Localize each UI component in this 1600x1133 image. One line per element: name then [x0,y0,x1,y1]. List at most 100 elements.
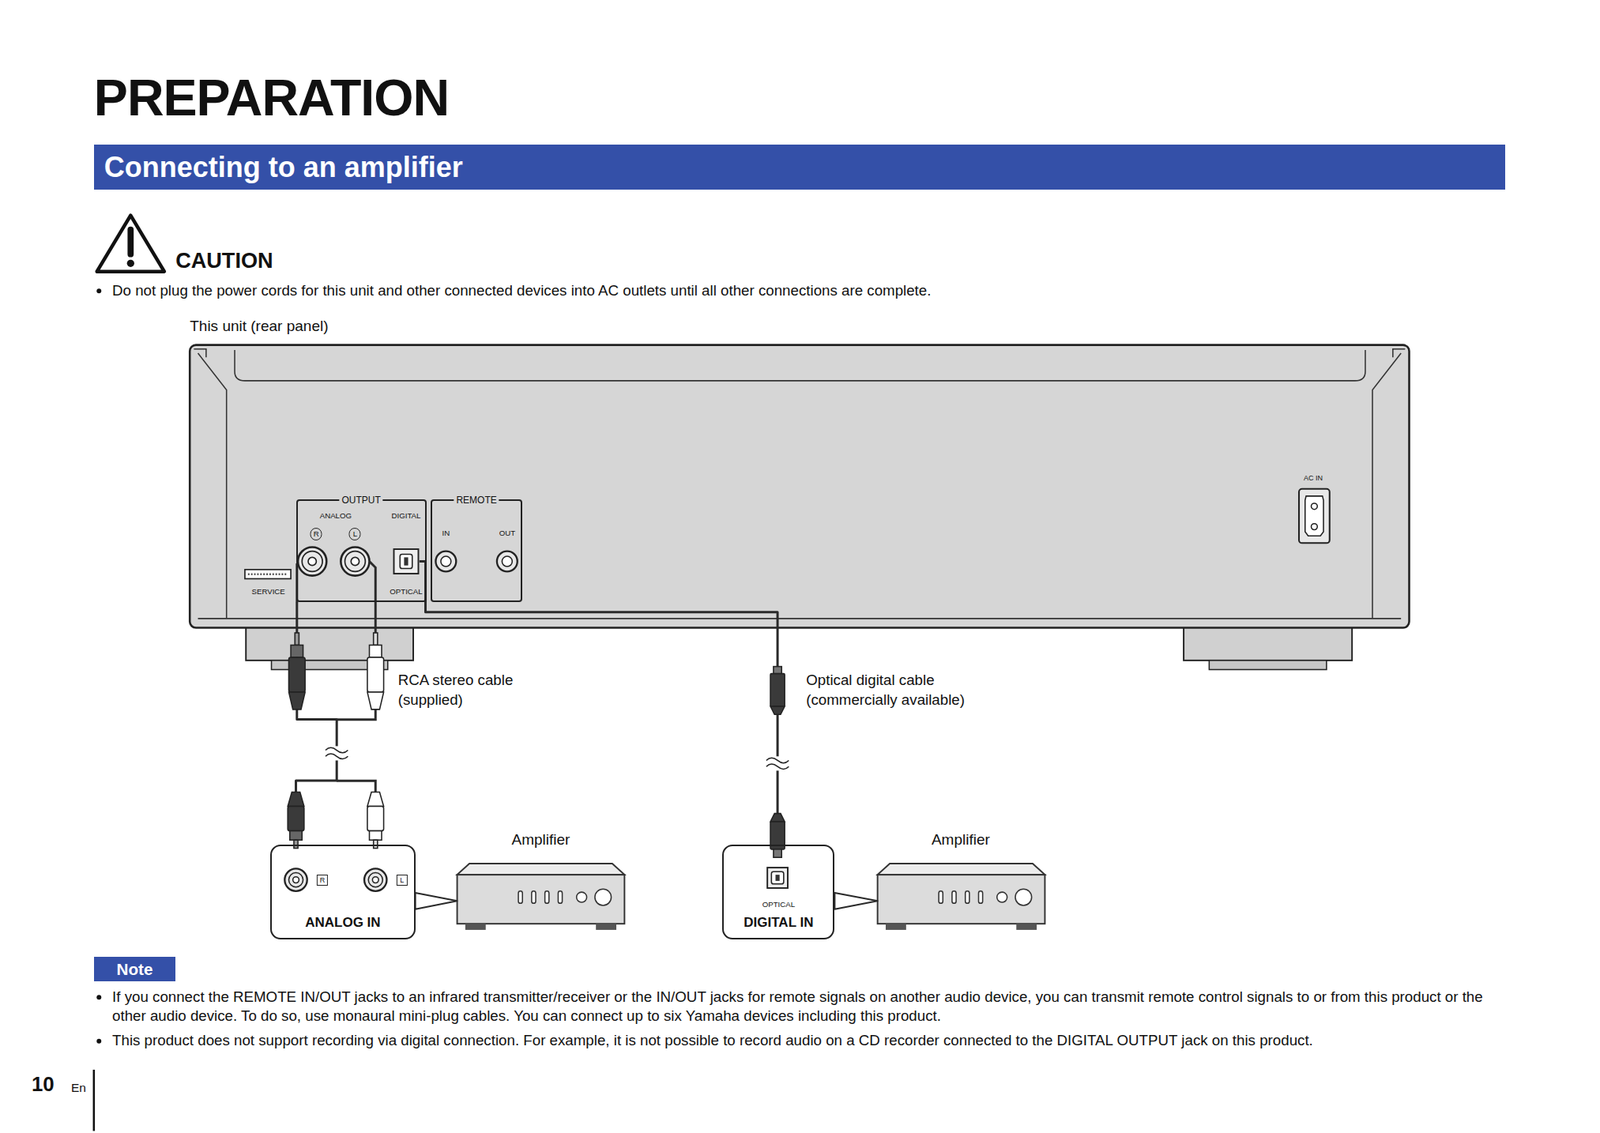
rca-plug [369,831,382,841]
remote-jack [440,556,452,567]
digital-in-jack [775,874,780,881]
jack-group: REMOTE [430,499,523,603]
optical-plug [773,666,782,674]
ac-inlet [1305,496,1324,536]
channel-mark: L [349,527,362,540]
rear-panel [234,350,1366,381]
node-label: REMOTE [453,494,499,506]
service-port [244,569,291,580]
note-text: If you connect the REMOTE IN/OUT jacks t… [112,987,1506,1027]
analog-in-jack [284,868,387,891]
rear-panel [198,353,1402,619]
jack-label: DIGITAL [391,511,422,522]
service-port [248,572,288,576]
rca-plug [287,792,305,807]
rca-plug [294,632,299,646]
amplifier-illustration [576,892,588,903]
callout-pointer [834,892,878,910]
section-band: Connecting to an amplifier [94,144,1506,190]
optical-jack [399,553,412,569]
cable-label: Optical digital cable (commercially avai… [805,670,976,710]
rear-panel [189,345,1409,671]
amplifier-illustration [518,891,523,904]
note-tag: Note [94,956,176,982]
rear-panel: This unit (rear panel)OUTPUTREMOTE [189,345,1409,629]
rca-jack [297,546,369,576]
rear-panel [1208,660,1327,671]
node-label: Amplifier [512,831,571,849]
rca-jack [308,557,317,565]
rca-jack [350,557,359,565]
port-label: AC IN [1303,474,1323,484]
channel-mark: L [396,874,408,886]
amplifier-illustration [457,874,625,924]
bullet-dot [96,288,102,294]
ac-inlet [1311,503,1318,510]
analog-in-jack [288,873,303,888]
node-label: Amplifier [931,831,991,849]
rca-plug [373,632,378,646]
remote-jack [496,551,518,573]
analog-in-jack [364,868,387,891]
node-label: DIGITAL IN [743,914,814,931]
caution-icon [127,229,134,255]
jack-label: IN [442,528,451,539]
amplifier-illustration [531,891,536,904]
language-code: En [71,1080,87,1096]
callout-pointer [415,892,458,910]
amplifier-illustration [595,923,617,930]
input-callout: DIGITAL IN [722,844,835,940]
caution-text: Do not plug the power cords for this uni… [112,281,931,301]
node-label: ANALOG IN [304,914,381,931]
rear-panel [189,345,1409,629]
page-rule [93,1069,96,1132]
analog-in-jack [372,877,379,884]
remote-jack [435,551,456,573]
node-label: OUTPUT [338,494,383,506]
rca-jack [297,546,327,576]
bullet-dot [96,288,102,1043]
digital-in-jack [767,867,788,889]
rca-jack [345,551,366,573]
cable-break [325,747,348,759]
cable-break [324,745,350,761]
caution-icon [97,215,165,272]
analog-in-jack [368,873,383,888]
analog-in-jack [293,877,300,884]
bullet-dot [96,994,102,1000]
note-text: This product does not support recording … [112,1031,1506,1051]
amplifier-illustration [545,891,550,904]
rca-plug [290,644,303,658]
rca-plug [287,806,305,832]
jack-label: OPTICAL [389,587,422,598]
node-label: Connecting to an amplifier [104,150,464,185]
analog-in-jack [284,868,307,891]
channel-mark: R [316,874,328,886]
optical-plug [773,849,782,858]
ac-inlet [1298,489,1330,543]
cable-break [765,756,791,771]
cable-wire [419,561,426,603]
digital-in-jack [767,867,788,889]
amplifier-illustration [457,863,625,930]
rca-plug [367,806,384,832]
node-label: This unit (rear panel) [189,317,328,336]
amplifier: Amplifier [457,862,625,931]
remote-jack [435,551,517,573]
rca-plug [288,692,305,710]
amplifier-illustration [465,923,486,930]
rca-plug [288,657,305,693]
cable-break [324,745,791,771]
caution-icon [97,215,165,272]
jack-label: OUT [499,528,516,539]
rca-plug [367,792,384,807]
rca-jack [340,546,369,576]
optical-plug [770,706,785,715]
cable [425,602,779,845]
amplifier-illustration [877,863,1046,930]
page-number: 10 [31,1071,55,1099]
channel-mark: R [310,527,323,540]
amplifier-illustration [594,888,612,906]
ac-inlet [1311,523,1318,531]
